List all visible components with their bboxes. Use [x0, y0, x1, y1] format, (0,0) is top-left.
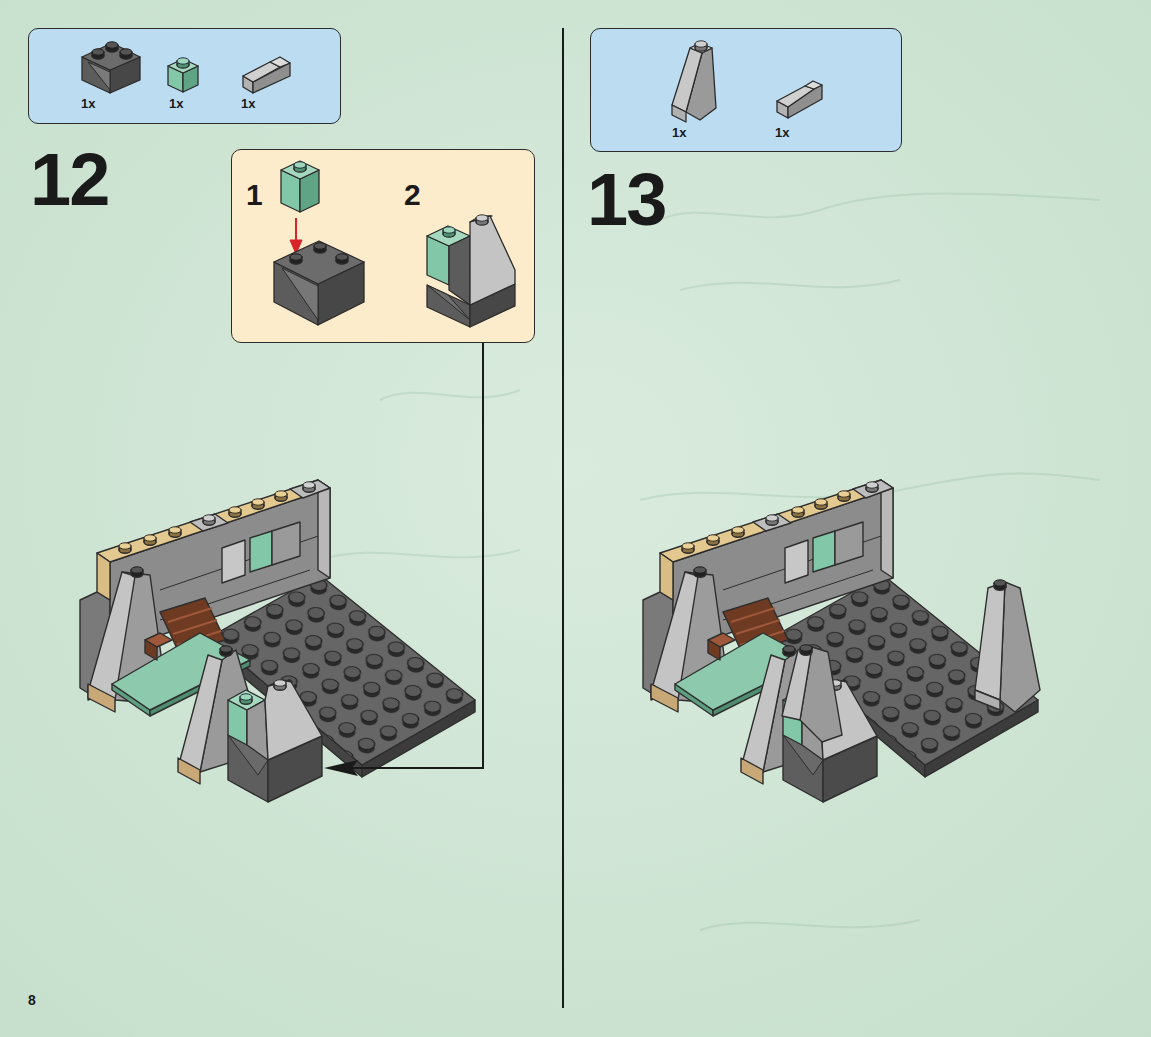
step-number: 13: [587, 163, 665, 237]
quantity-label: 1x: [775, 126, 789, 139]
sub-step-number: 2: [404, 180, 421, 210]
sub-step-number: 1: [246, 180, 263, 210]
quantity-label: 1x: [169, 97, 183, 110]
parts-callout: 1x 1x 1x: [28, 28, 341, 124]
quantity-label: 1x: [241, 97, 255, 110]
sub-step-callout: 12: [231, 149, 535, 343]
step-number: 12: [30, 143, 108, 217]
parts-callout: 1x 1x: [590, 28, 902, 152]
quantity-label: 1x: [81, 97, 95, 110]
quantity-label: 1x: [672, 126, 686, 139]
page-number: 8: [28, 993, 36, 1007]
